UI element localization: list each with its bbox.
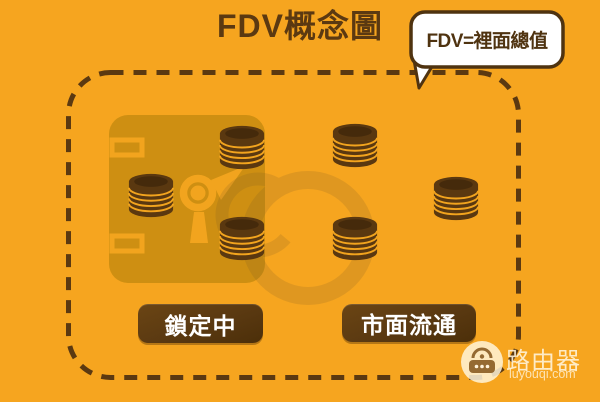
coin-stack-circulating-1 [331,122,379,169]
vault-hinge-bottom [109,233,145,254]
coin-stack-locked-2 [127,172,175,219]
router-signal-arc-icon [471,347,493,359]
coin-stack-locked-3 [218,215,266,262]
coin-stack-circulating-3 [331,215,379,262]
watermark-domain-text: luyouqi.com [509,367,576,381]
watermark-brand-text: 路由器 [506,348,581,375]
vault-wheel-spoke-upper [211,166,245,200]
coin-stack-locked-1 [218,124,266,171]
luyouqi-logo-icon [461,341,503,383]
locked-zone-label: 鎖定中 [138,304,263,343]
callout-bubble [409,10,565,90]
vault-wheel-icon [179,174,217,212]
fdv-dashed-boundary [66,70,521,380]
page-title: FDV概念圖 [216,8,383,44]
coin-stack-circulating-2 [432,175,480,222]
vault-hinge-top [109,137,145,158]
vault-wheel-spoke-lower [190,212,208,243]
circulating-zone-label: 市面流通 [342,304,476,342]
callout-text: FDV=裡面總值 [426,31,548,52]
